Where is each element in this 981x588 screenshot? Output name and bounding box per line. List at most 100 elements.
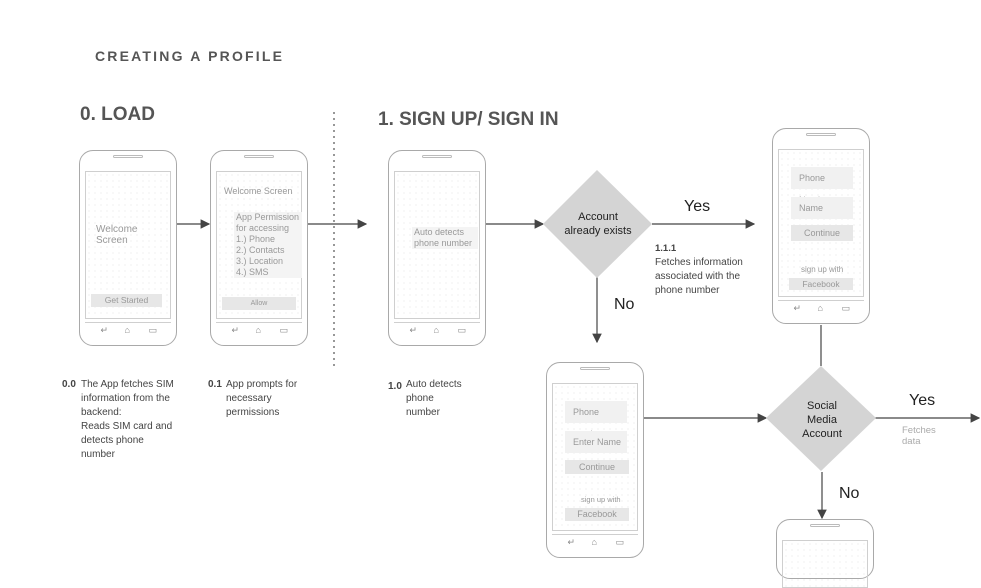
phone-welcome: Welcome Screen Get Started ↵ ⌂ ▭ (79, 150, 177, 346)
caption-line: Reads SIM card and (81, 421, 173, 432)
speaker (422, 155, 452, 158)
decision-diamond-social (766, 366, 876, 471)
phone-permissions: Welcome Screen App Permission for access… (210, 150, 308, 346)
phone-navbar: ↵ ⌂ ▭ (394, 322, 480, 337)
phone-navbar: ↵ ⌂ ▭ (552, 534, 638, 549)
home-icon[interactable]: ⌂ (817, 303, 823, 313)
caption-line: The App fetches SIM (81, 379, 174, 390)
recents-icon[interactable]: ▭ (457, 325, 467, 335)
home-icon[interactable]: ⌂ (124, 325, 130, 335)
decision-line: Account (802, 428, 842, 440)
allow-button[interactable]: Allow (222, 297, 296, 310)
speaker (580, 367, 610, 370)
note-1-1-1: 1.1.1 Fetches information associated wit… (655, 242, 743, 298)
recents-icon[interactable]: ▭ (148, 325, 158, 335)
back-icon[interactable]: ↵ (793, 303, 802, 313)
back-icon[interactable]: ↵ (567, 537, 576, 547)
note-line: Fetches information (655, 257, 743, 268)
permission-line: App Permission (236, 212, 300, 222)
facebook-button[interactable]: Facebook (789, 278, 853, 290)
phone-autodetect: Auto detects phone number ↵ ⌂ ▭ (388, 150, 486, 346)
home-icon[interactable]: ⌂ (255, 325, 261, 335)
phone-navbar: ↵ ⌂ ▭ (85, 322, 171, 337)
phone-screen: Auto detects phone number (394, 171, 480, 319)
facebook-button[interactable]: Facebook (565, 508, 629, 521)
enter-name-field[interactable]: Enter Name (565, 431, 627, 453)
decision-line: Social (807, 400, 837, 412)
caption-number: 1.0 (388, 381, 402, 392)
permission-line: 2.) Contacts (236, 245, 285, 255)
section-title-load: 0. LOAD (80, 104, 155, 125)
permission-line: 1.) Phone (236, 234, 276, 244)
caption-number: 0.0 (62, 379, 76, 390)
sign-up-with-label: sign up with (801, 265, 844, 274)
home-icon[interactable]: ⌂ (433, 325, 439, 335)
recents-icon[interactable]: ▭ (615, 537, 625, 547)
welcome-screen-label: Welcome Screen (96, 224, 138, 246)
page-title: CREATING A PROFILE (95, 48, 285, 64)
decision-line: already exists (564, 225, 632, 237)
caption-line: number (406, 407, 440, 418)
permissions-list: App Permission for accessing 1.) Phone 2… (234, 212, 302, 278)
caption-number: 0.1 (208, 379, 222, 390)
phone-number-field[interactable]: Phone number (565, 401, 627, 439)
continue-button[interactable]: Continue (565, 460, 629, 474)
phone-screen (782, 540, 868, 588)
social-no-label: No (839, 485, 860, 502)
account-no-label: No (614, 296, 635, 313)
phone-screen: Welcome Screen Get Started (85, 171, 171, 319)
back-icon[interactable]: ↵ (409, 325, 418, 335)
caption-0-1: 0.1 App prompts for necessary permission… (208, 378, 326, 420)
caption-line: phone (406, 393, 434, 404)
back-icon[interactable]: ↵ (100, 325, 109, 335)
caption-line: backend: (81, 407, 122, 418)
phone-screen: Welcome Screen App Permission for access… (216, 171, 302, 319)
name-field[interactable]: Name (791, 197, 853, 219)
caption-body: App prompts for necessary permissions (226, 378, 326, 420)
account-yes-label: Yes (684, 198, 711, 215)
caption-line: Auto detects (406, 379, 462, 390)
note-fetches-data: Fetches data (902, 425, 936, 447)
phone-navbar: ↵ ⌂ ▭ (778, 300, 864, 315)
phone-new-account: Phone number Enter Name Continue sign up… (546, 362, 644, 558)
note-line: data (902, 436, 921, 447)
caption-body: Auto detects phone number (406, 378, 496, 420)
caption-line: information from the (81, 393, 170, 404)
decision-social-label: Social Media Account (786, 399, 858, 441)
note-number: 1.1.1 (655, 243, 677, 254)
speaker (806, 133, 836, 136)
caption-line: permissions (226, 407, 280, 418)
phone-existing-account: Phone Number Name Continue sign up with … (772, 128, 870, 324)
back-icon[interactable]: ↵ (231, 325, 240, 335)
phone-screen: Phone Number Name Continue sign up with … (778, 149, 864, 297)
phone-screen: Phone number Enter Name Continue sign up… (552, 383, 638, 531)
autodetect-text: Auto detects phone number (412, 227, 478, 249)
permission-line: 3.) Location (236, 256, 284, 266)
caption-1-0: 1.0 Auto detects phone number (388, 378, 496, 420)
permission-line: 4.) SMS (236, 267, 269, 277)
decision-account-label: Account already exists (560, 210, 636, 238)
caption-line: necessary (226, 393, 272, 404)
speaker (244, 155, 274, 158)
continue-button[interactable]: Continue (791, 225, 853, 241)
autodetect-line: Auto detects (414, 227, 465, 237)
speaker (113, 155, 143, 158)
decision-line: Media (807, 414, 837, 426)
social-yes-label: Yes (909, 392, 936, 409)
note-line: phone number (655, 285, 720, 296)
note-line: Fetches (902, 425, 936, 436)
caption-line: number (81, 449, 115, 460)
flow-connectors (176, 112, 981, 520)
phone-number-field[interactable]: Phone Number (791, 167, 853, 205)
decision-line: Account (578, 211, 618, 223)
recents-icon[interactable]: ▭ (841, 303, 851, 313)
speaker (810, 524, 840, 527)
caption-0-0: 0.0 The App fetches SIM information from… (62, 378, 191, 462)
home-icon[interactable]: ⌂ (591, 537, 597, 547)
get-started-button[interactable]: Get Started (91, 294, 162, 307)
caption-line: App prompts for (226, 379, 298, 390)
note-line: associated with the (655, 271, 741, 282)
sign-up-with-label: sign up with (581, 495, 621, 504)
recents-icon[interactable]: ▭ (279, 325, 289, 335)
autodetect-line: phone number (414, 238, 473, 248)
